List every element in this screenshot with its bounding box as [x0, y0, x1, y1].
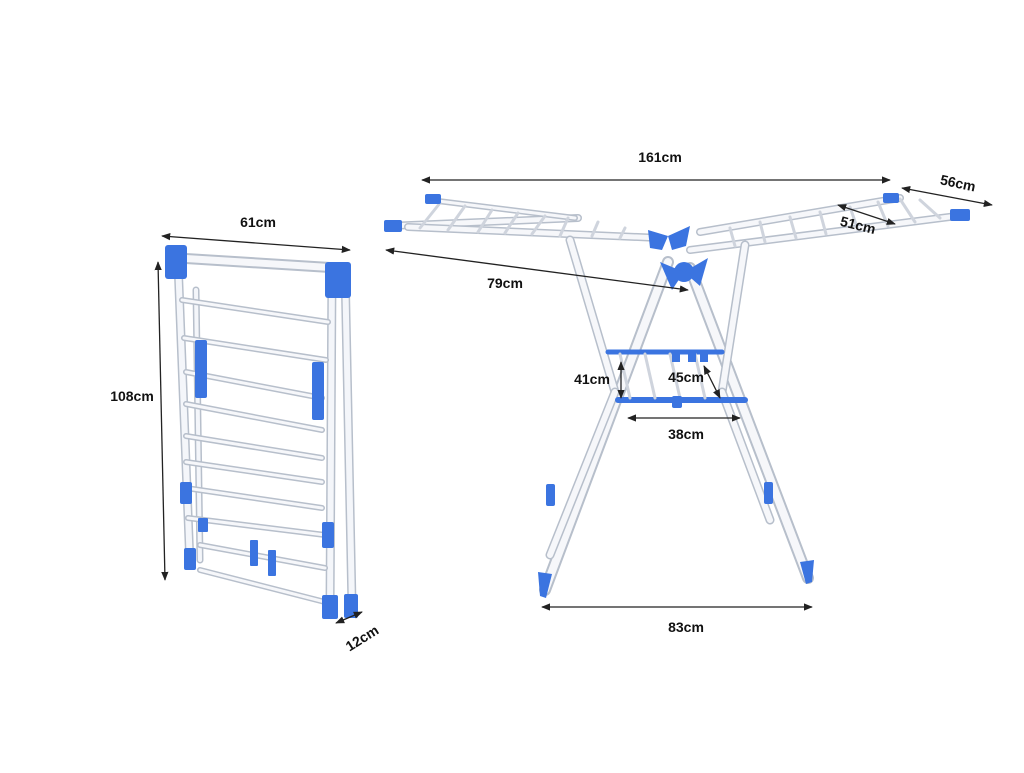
legs: [539, 235, 814, 596]
shelf-height-label: 41cm: [574, 371, 610, 387]
shelf-width-label: 38cm: [668, 426, 704, 442]
arm-length-label: 79cm: [487, 275, 523, 291]
wing-depth-label: 56cm: [939, 171, 977, 194]
base-width-label: 83cm: [668, 619, 704, 635]
feet: [538, 482, 814, 598]
folded-height-label: 108cm: [110, 388, 154, 404]
folded-depth-label: 12cm: [343, 622, 382, 655]
folded-dimension-lines: [154, 232, 363, 624]
open-dimension-lines: [385, 176, 993, 611]
folded-width-label: 61cm: [240, 214, 276, 230]
shelf-depth-label: 45cm: [668, 369, 704, 385]
total-span-label: 161cm: [638, 149, 682, 165]
lower-shelf: [605, 349, 748, 408]
open-rack: [384, 193, 970, 598]
right-wing: [686, 193, 970, 254]
left-wing: [384, 194, 664, 242]
folded-rack: [165, 245, 358, 619]
